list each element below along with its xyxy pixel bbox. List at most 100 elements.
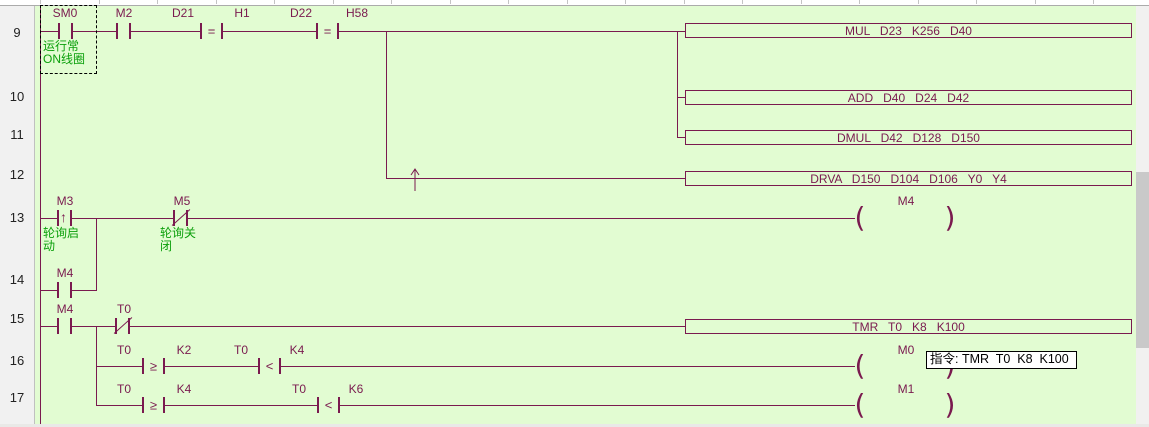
instruction-mul[interactable]: MUL D23 K256 D40: [685, 23, 1132, 38]
wire-segment: [677, 97, 685, 98]
row-number-16: 16: [9, 353, 25, 368]
device-label-t0: T0: [291, 382, 307, 396]
wire-segment: [96, 218, 97, 290]
device-label-t0: T0: [116, 382, 132, 396]
compare-t0-k4[interactable]: <: [253, 355, 286, 377]
contact-bar: [71, 23, 73, 39]
row-number-14: 14: [9, 272, 25, 287]
wire-segment: [73, 31, 116, 32]
ruler-tick: [40, 0, 41, 4]
compare-t0-k4b[interactable]: ≥: [137, 394, 170, 416]
rising-edge-arrow: ↑: [60, 209, 67, 225]
row-number-17: 17: [9, 390, 25, 405]
contact-bar: [70, 210, 72, 226]
ruler-tick: [1035, 0, 1036, 4]
contact-bar: [58, 23, 60, 39]
contact-m5-nc[interactable]: [168, 207, 193, 229]
instruction-add[interactable]: ADD D40 D24 D42: [685, 90, 1132, 105]
row-number-9: 9: [13, 25, 21, 40]
ruler-tick: [976, 0, 977, 4]
wire-segment: [40, 31, 58, 32]
vertical-scrollbar[interactable]: [1136, 5, 1149, 424]
instruction-drva[interactable]: DRVA D150 D104 D106 Y0 Y4: [685, 171, 1132, 186]
ruler-tick: [1093, 0, 1094, 4]
contact-bar: [338, 397, 340, 413]
contact-bar: [57, 318, 59, 334]
device-label-m4: M4: [897, 194, 915, 208]
compare-d22-h58[interactable]: =: [311, 20, 344, 42]
compare-symbol: =: [207, 23, 216, 39]
contact-sm0[interactable]: [53, 20, 78, 42]
wire-segment: [40, 5, 41, 424]
ruler-tick: [450, 0, 451, 4]
contact-bar: [57, 282, 59, 298]
ruler-tick: [567, 0, 568, 4]
wire-segment: [40, 218, 57, 219]
wire-segment: [165, 366, 258, 367]
ladder-grid-ruler: [0, 0, 1149, 6]
wire-segment: [131, 31, 200, 32]
contact-t0-nc[interactable]: [110, 315, 135, 337]
wire-segment: [72, 218, 173, 219]
cell-selection-cursor[interactable]: [40, 5, 97, 74]
contact-bar: [116, 23, 118, 39]
device-label-m4: M4: [56, 266, 74, 280]
row-number-12: 12: [9, 167, 25, 182]
compare-d21-h1[interactable]: =: [195, 20, 228, 42]
ruler-tick: [333, 0, 334, 4]
device-label-t0: T0: [233, 343, 249, 357]
row-number-10: 10: [9, 89, 25, 104]
device-label-k2: K2: [176, 343, 192, 357]
contact-m3-pulse[interactable]: ↑: [52, 207, 77, 229]
ruler-tick: [684, 0, 685, 4]
compare-t0-k2[interactable]: ≥: [137, 355, 170, 377]
contact-m4-row14[interactable]: [52, 279, 77, 301]
device-label-m1: M1: [897, 382, 915, 396]
compare-symbol: <: [324, 397, 333, 413]
wire-segment: [281, 366, 855, 367]
wire-segment: [165, 405, 317, 406]
row-number-11: 11: [10, 127, 24, 142]
compare-t0-k6[interactable]: <: [312, 394, 345, 416]
compare-symbol: <: [265, 358, 274, 374]
ruler-tick: [216, 0, 217, 4]
wire-segment: [188, 218, 855, 219]
wire-segment: [96, 366, 142, 367]
compare-symbol: ≥: [149, 397, 158, 413]
row-number-13: 13: [9, 210, 25, 225]
contact-bar: [317, 397, 319, 413]
annotation-note: 运行常 ON线圈: [43, 39, 86, 66]
contact-bar: [258, 358, 260, 374]
device-label-d22: D22: [289, 6, 313, 20]
contact-m2[interactable]: [111, 20, 136, 42]
device-label-k4: K4: [289, 343, 305, 357]
contact-bar: [128, 318, 130, 334]
instruction-tooltip: 指令: TMR T0 K8 K100: [926, 351, 1077, 369]
annotation-note: 轮询启 动: [43, 226, 80, 253]
coil-open-paren: (: [854, 201, 866, 234]
contact-bar: [221, 23, 223, 39]
scrollbar-thumb[interactable]: [1136, 172, 1149, 348]
annotation-note: 轮询关 闭: [160, 226, 197, 253]
contact-bar: [142, 397, 144, 413]
ruler-tick: [157, 0, 158, 4]
wire-segment: [677, 137, 685, 138]
contact-m4-row15[interactable]: [52, 315, 77, 337]
compare-symbol: ≥: [149, 358, 158, 374]
device-label-h58: H58: [345, 6, 369, 20]
contact-bar: [173, 210, 175, 226]
device-label-m0: M0: [897, 343, 915, 357]
contact-bar: [70, 318, 72, 334]
instruction-tmr[interactable]: TMR T0 K8 K100: [685, 319, 1132, 334]
ruler-tick: [274, 0, 275, 4]
ruler-tick: [391, 0, 392, 4]
wire-segment: [339, 31, 685, 32]
wire-segment: [223, 31, 316, 32]
bottom-edge-strip: [0, 424, 1149, 427]
row-number-15: 15: [9, 311, 25, 326]
coil-open-paren: (: [854, 349, 866, 382]
wire-segment: [130, 326, 685, 327]
instruction-dmul[interactable]: DMUL D42 D128 D150: [685, 130, 1132, 145]
